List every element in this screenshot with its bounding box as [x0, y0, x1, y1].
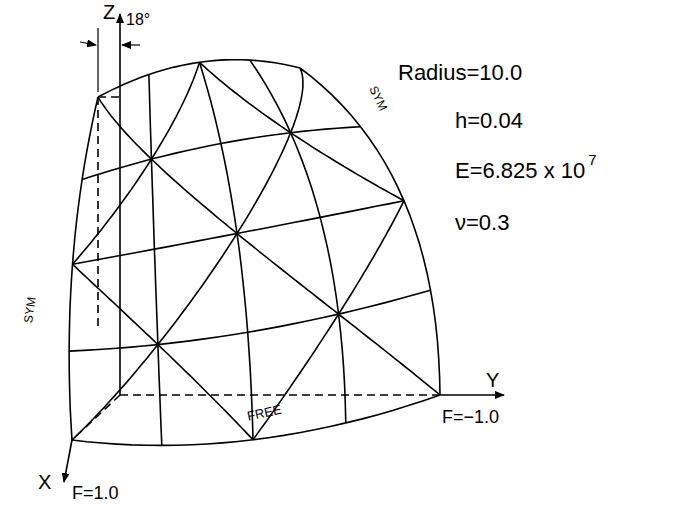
mesh-line: [200, 62, 291, 132]
mesh-line: [339, 201, 404, 314]
apex-projection: [97, 97, 99, 330]
shell-mesh: [69, 60, 440, 446]
radius-label: Radius=10.0: [398, 62, 522, 84]
mesh-line: [151, 159, 237, 233]
mesh-line: [69, 97, 98, 440]
mesh-line: [300, 68, 440, 395]
mesh-line: [291, 68, 303, 133]
thickness-label: h=0.04: [455, 110, 523, 132]
mesh-line: [253, 314, 339, 440]
mesh-line: [82, 127, 360, 180]
mesh-line: [72, 395, 440, 445]
mesh-line: [69, 290, 430, 351]
mesh-line: [237, 133, 291, 234]
mesh-line: [158, 234, 237, 345]
mesh-line: [73, 159, 152, 264]
mesh-line: [149, 75, 162, 446]
angle-label: 18°: [126, 12, 150, 28]
mesh-line: [73, 264, 158, 344]
axis-label: Z: [103, 2, 115, 22]
mesh-line: [151, 62, 199, 159]
mesh-line: [158, 345, 253, 440]
y-axis: [440, 394, 504, 396]
mesh-line: [339, 314, 440, 395]
angle-arrow: [80, 42, 96, 45]
mesh-line: [237, 234, 339, 315]
y-axis-hidden: [120, 394, 440, 396]
modulus-label: E=6.825 x 10: [455, 160, 585, 182]
poisson-label: ν=0.3: [455, 212, 509, 234]
mesh-line: [72, 345, 158, 440]
force-label: F=1.0: [72, 484, 119, 502]
mesh-line: [291, 133, 404, 201]
axis-label: Y: [486, 370, 499, 390]
apex-projection: [98, 96, 120, 98]
symmetry-label: SYM: [367, 84, 389, 113]
force-label: F=−1.0: [442, 408, 499, 426]
symmetry-label: SYM: [22, 296, 38, 323]
angle-arrow: [122, 44, 140, 45]
mesh-line: [98, 97, 151, 159]
exponent-label: 7: [588, 152, 596, 167]
axis-label: X: [38, 472, 51, 492]
x-axis: [64, 440, 72, 482]
angle-extension: [97, 28, 98, 92]
